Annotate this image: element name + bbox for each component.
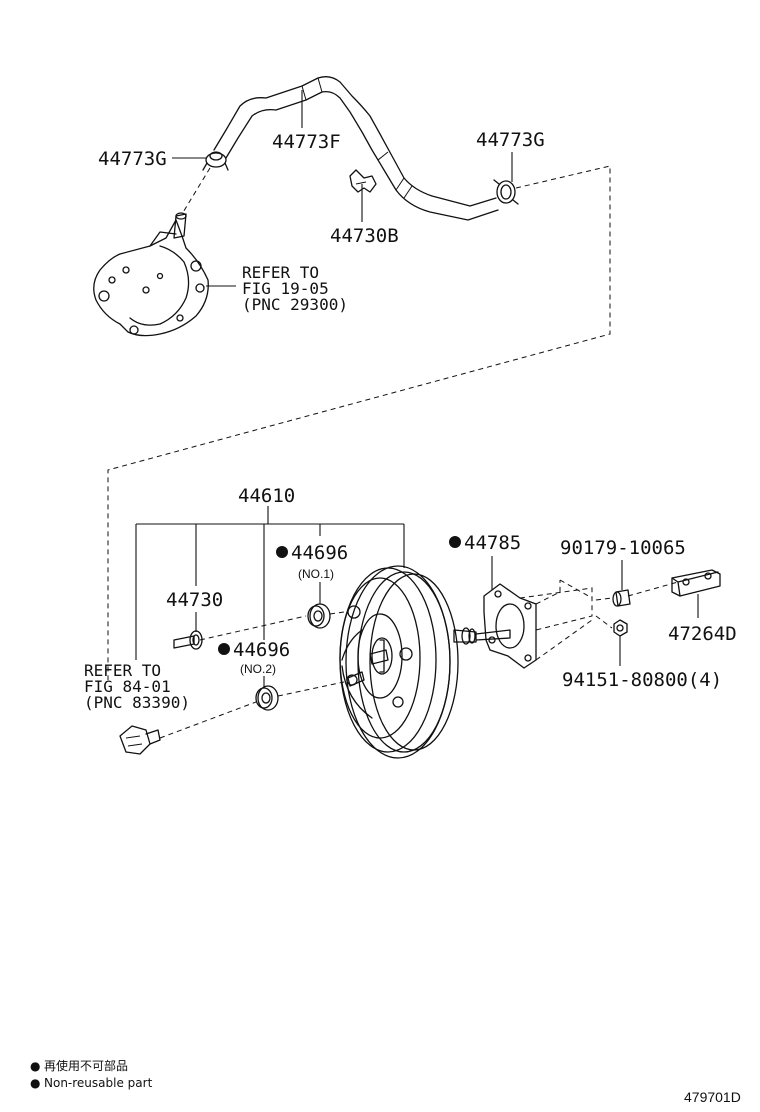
ref-union-line2: FIG 84-01 — [84, 677, 171, 696]
label-nut: 94151-80800(4) — [562, 669, 722, 691]
label-hose-clip: 44730B — [330, 225, 399, 247]
label-booster-assembly: 44610 — [238, 485, 295, 507]
nut[interactable] — [613, 619, 628, 637]
ref-union-line1: REFER TO — [84, 661, 161, 680]
label-hose-clamp-right: 44773G — [476, 129, 545, 151]
gasket[interactable] — [483, 583, 537, 669]
figure-code: 479701D — [684, 1089, 741, 1105]
label-gasket: 44785 — [464, 532, 521, 554]
grommet-no1[interactable] — [307, 603, 331, 629]
label-hose-clamp-left: 44773G — [98, 148, 167, 170]
check-valve[interactable] — [173, 630, 203, 650]
label-vacuum-hose: 44773F — [272, 131, 341, 153]
legend-marker-2: ● — [30, 1076, 40, 1090]
label-grommet-no1: 44696 — [291, 542, 348, 564]
clevis[interactable] — [671, 569, 721, 597]
hose-clamp-left[interactable] — [202, 151, 229, 171]
label-clevis: 47264D — [668, 623, 737, 645]
legend-text-en: Non-reusable part — [44, 1076, 153, 1090]
pin[interactable] — [612, 589, 631, 607]
label-pin: 90179-10065 — [560, 537, 686, 559]
grommet-no2[interactable] — [255, 685, 279, 711]
non-reusable-marker-grommet-no1 — [276, 546, 288, 558]
label-grommet-no2: 44696 — [233, 639, 290, 661]
non-reusable-marker-grommet-no2 — [218, 643, 230, 655]
legend-marker-1: ● — [30, 1059, 40, 1073]
ref-pump-line1: REFER TO — [242, 263, 319, 282]
vacuum-hose[interactable] — [213, 76, 499, 221]
note-grommet-no1: (NO.1) — [298, 567, 334, 581]
ref-pump-line2: FIG 19-05 — [242, 279, 329, 298]
leader-lines — [135, 90, 699, 688]
hose-clamp-right[interactable] — [493, 179, 519, 205]
note-grommet-no2: (NO.2) — [240, 662, 276, 676]
ref-union-line3: (PNC 83390) — [84, 693, 190, 712]
non-reusable-marker-gasket — [449, 536, 461, 548]
label-check-valve: 44730 — [166, 589, 223, 611]
brake-booster[interactable] — [339, 565, 511, 759]
hose-clip[interactable] — [349, 169, 377, 193]
legend: ● 再使用不可部品 ● Non-reusable part — [30, 1058, 153, 1090]
legend-text-cn: 再使用不可部品 — [44, 1058, 128, 1073]
ref-pump-line3: (PNC 29300) — [242, 295, 348, 314]
vacuum-pump[interactable] — [93, 212, 209, 337]
union-fitting[interactable] — [119, 725, 161, 755]
